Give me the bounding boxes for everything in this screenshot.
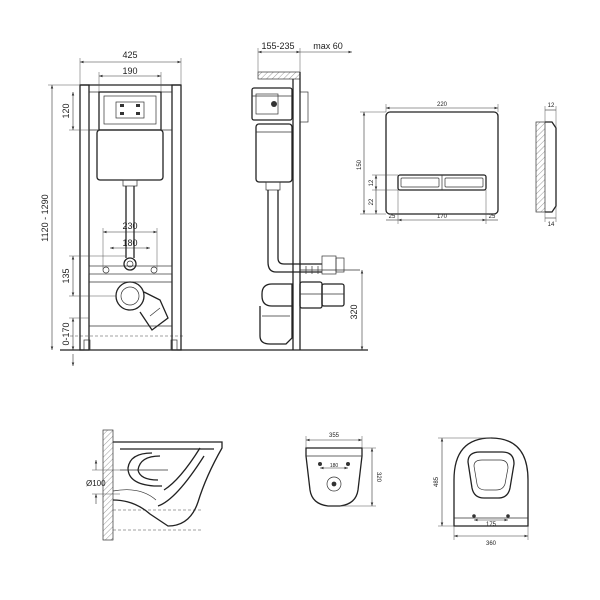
dim-frame-depth: 14	[548, 222, 555, 228]
dim-top-length: 320	[375, 472, 381, 483]
dim-outlet-height: 320	[349, 304, 359, 319]
dim-height-range: 1120 - 1290	[40, 194, 50, 241]
dim-foot-range: 0-170	[61, 322, 71, 345]
dim-bolt-spacing: 180	[330, 463, 339, 469]
dim-seat-holes: 175	[486, 522, 497, 528]
dim-plate-height: 150	[357, 159, 363, 170]
dim-button-width: 170	[437, 214, 448, 220]
toilet-top-view	[305, 436, 376, 507]
dim-max-depth: max 60	[313, 41, 343, 51]
dim-plate-thickness: 12	[548, 103, 555, 109]
front-view-dimensions	[48, 58, 182, 366]
dim-top-width: 355	[329, 433, 340, 439]
dim-plate-width: 220	[437, 102, 448, 108]
dim-width-pipes: 180	[122, 238, 137, 248]
flush-plate-side	[535, 106, 557, 222]
dim-width-bolts: 230	[122, 221, 137, 231]
flush-plate-front	[360, 104, 499, 224]
side-view-frame	[251, 71, 360, 350]
dim-margin-left: 25	[389, 214, 396, 220]
dim-button-offset: 22	[369, 198, 375, 205]
dim-depth-range: 155-235	[261, 41, 294, 51]
dim-width-total: 425	[122, 50, 137, 60]
dim-bowl-width: 360	[486, 541, 497, 547]
dim-width-plate: 190	[122, 66, 137, 76]
dim-inlet-height: 135	[61, 268, 71, 283]
side-view-dimensions	[257, 48, 364, 350]
dim-button-height: 12	[369, 179, 375, 186]
dim-margin-right: 25	[489, 214, 496, 220]
toilet-section	[92, 429, 223, 541]
front-view-frame	[60, 84, 368, 351]
dim-bowl-length: 485	[434, 476, 440, 487]
dim-top-offset: 120	[61, 103, 71, 118]
dim-outlet-diameter: Ø100	[86, 479, 106, 488]
bowl-plan-view	[438, 437, 529, 540]
